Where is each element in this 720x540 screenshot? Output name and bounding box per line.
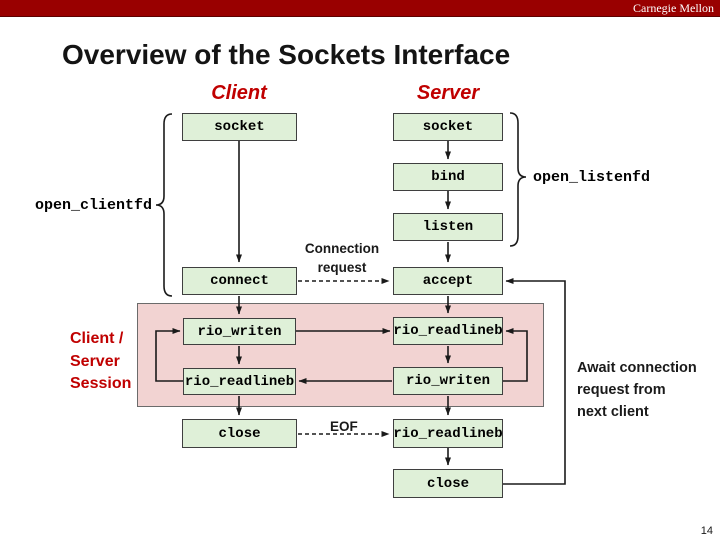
brand-text: Carnegie Mellon	[633, 1, 714, 15]
node-server-socket: socket	[393, 113, 503, 141]
await-connection-label: Await connection request from next clien…	[577, 360, 697, 420]
node-bind: bind	[393, 163, 503, 191]
node-listen: listen	[393, 213, 503, 241]
top-brand-bar: Carnegie Mellon	[0, 0, 720, 17]
node-client-rio-writen: rio_writen	[183, 318, 296, 345]
node-client-socket: socket	[182, 113, 297, 141]
connection-request-label: Connection request	[304, 241, 380, 275]
open-listenfd-label: open_listenfd	[533, 169, 651, 186]
eof-label: EOF	[330, 419, 358, 434]
open-clientfd-brace	[155, 113, 173, 297]
node-server-rio-readlineb-eof: rio_readlineb	[393, 419, 503, 448]
node-server-close: close	[393, 469, 503, 498]
node-client-rio-readlineb: rio_readlineb	[183, 368, 296, 395]
open-listenfd-brace	[509, 112, 527, 247]
client-column-header: Client	[211, 82, 267, 104]
node-client-close: close	[182, 419, 297, 448]
node-server-rio-writen: rio_writen	[393, 367, 503, 395]
client-server-session-label: Client / Server Session	[70, 330, 132, 392]
open-clientfd-label: open_clientfd	[35, 197, 153, 214]
page-number: 14	[700, 525, 713, 537]
node-server-rio-readlineb: rio_readlineb	[393, 317, 503, 345]
server-column-header: Server	[416, 82, 480, 104]
slide-title: Overview of the Sockets Interface	[62, 39, 511, 70]
node-accept: accept	[393, 267, 503, 295]
node-connect: connect	[182, 267, 297, 295]
